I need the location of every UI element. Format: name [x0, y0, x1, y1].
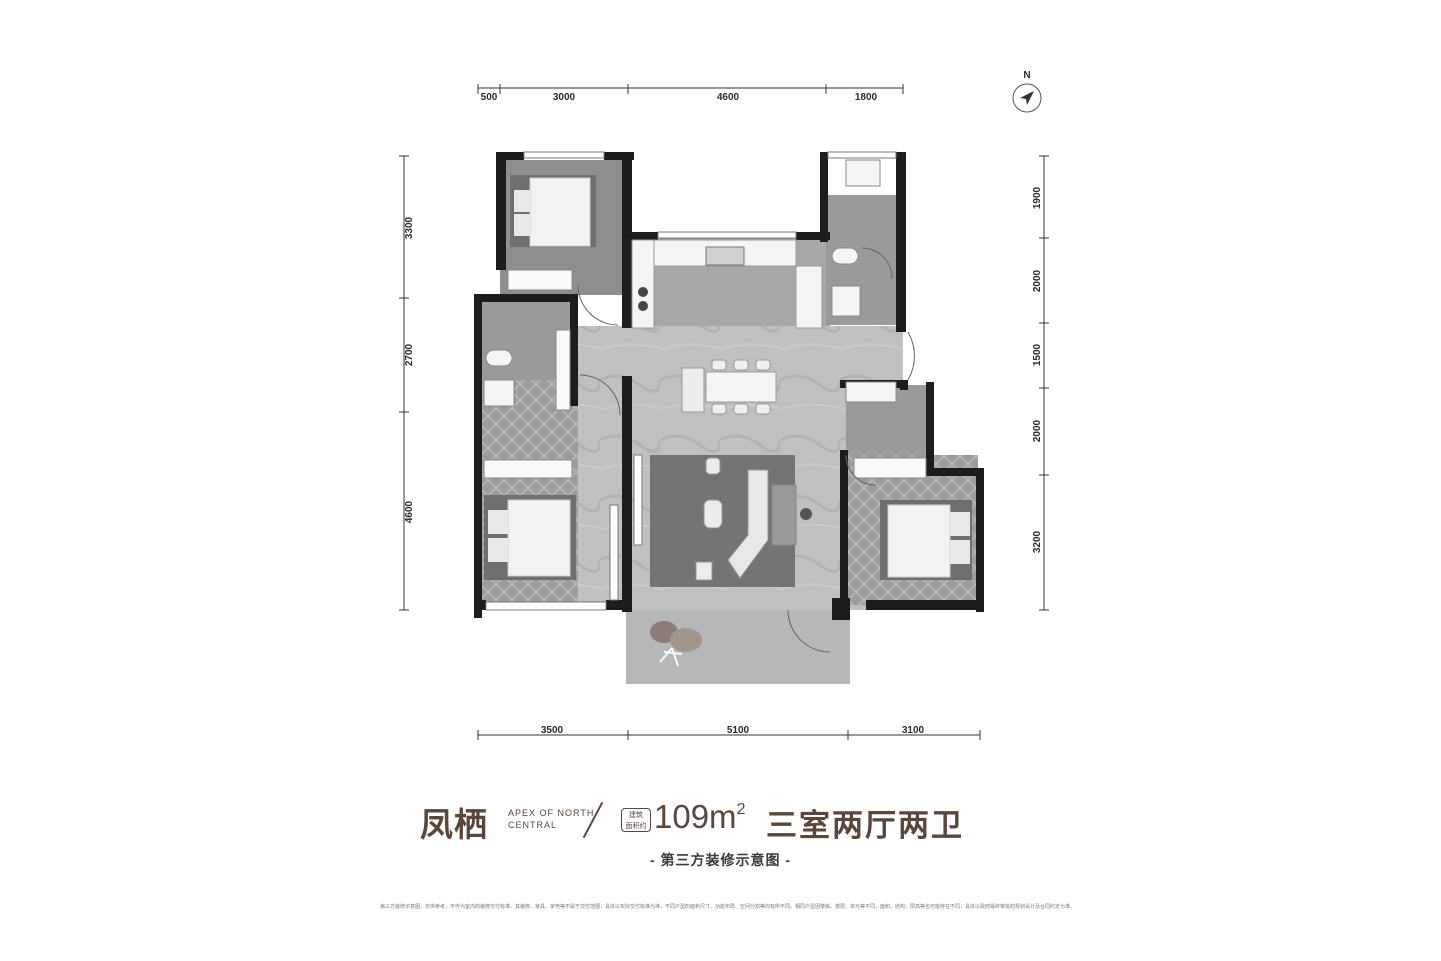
dim-top-1: 500: [481, 92, 498, 103]
bed-west: [484, 495, 576, 580]
title-block: 凤栖 APEX OF NORTH CENTRAL 建筑 面积约 109m2 三室…: [420, 796, 1020, 846]
dimension-left: 3300 2700 4600: [399, 155, 415, 611]
dim-top-2: 3000: [553, 92, 576, 103]
area-unit-sup: 2: [736, 801, 746, 818]
basin-west-icon: [483, 379, 515, 407]
layout-type: 三室两厅两卫: [766, 808, 964, 844]
compass-arrow-icon: [1020, 91, 1034, 105]
living-set: [695, 457, 812, 581]
utility-cabinet: [845, 381, 897, 403]
dimension-right: 1900 2000 1500 2000 3200: [1032, 155, 1049, 611]
balcony-floor: [626, 610, 850, 684]
dim-left-3: 4600: [404, 500, 415, 523]
balcony-plants: [650, 621, 702, 667]
sink-icon: [705, 246, 745, 266]
compass-north-label: N: [1023, 70, 1030, 81]
bed-east: [880, 500, 972, 580]
dim-bottom-3: 3100: [902, 725, 925, 736]
dim-top-4: 1800: [855, 92, 878, 103]
area-value: 109m2: [654, 798, 745, 836]
area-badge-line2: 面积约: [625, 823, 647, 830]
area-badge-line1: 建筑: [629, 812, 643, 819]
dim-top-3: 4600: [717, 92, 740, 103]
bathroom-fixtures: [483, 159, 897, 407]
project-name-cn: 凤栖: [420, 805, 488, 844]
dim-right-3: 1500: [1032, 343, 1043, 366]
dim-left-1: 3300: [404, 216, 415, 239]
dim-bottom-2: 5100: [727, 725, 750, 736]
stove-icon: [638, 287, 648, 297]
disclaimer: 第三方装修示意图，仅供参考，不作为室内的装修交付标准，其装修、家具、家电等不属于…: [380, 904, 1076, 910]
dim-right-1: 1900: [1032, 186, 1043, 209]
toilet-west-icon: [485, 349, 513, 367]
compass: N: [1012, 70, 1042, 113]
wardrobes: [483, 269, 927, 479]
walls: [474, 152, 984, 620]
windows: [485, 151, 897, 611]
dimension-bottom: 3500 5100 3100: [477, 725, 981, 740]
basin-east-icon: [831, 285, 861, 317]
dining-set: [681, 359, 777, 415]
subtitle: - 第三方装修示意图 -: [649, 852, 792, 868]
dim-bottom-1: 3500: [541, 725, 564, 736]
dim-right-4: 2000: [1032, 419, 1043, 442]
kitchen-counters: [631, 239, 823, 329]
toilet-east-icon: [831, 247, 859, 265]
dim-right-5: 3200: [1032, 530, 1043, 553]
dim-left-2: 2700: [404, 343, 415, 366]
area-badge: 建筑 面积约: [621, 808, 651, 832]
project-name-en: APEX OF NORTH CENTRAL: [508, 808, 595, 830]
area-number: 109m: [654, 798, 737, 835]
dimension-top: 500 3000 4600 1800: [477, 84, 904, 103]
doors: [577, 247, 915, 653]
shower-east-icon: [845, 159, 881, 187]
dim-right-2: 2000: [1032, 269, 1043, 292]
bed-north: [510, 175, 596, 247]
